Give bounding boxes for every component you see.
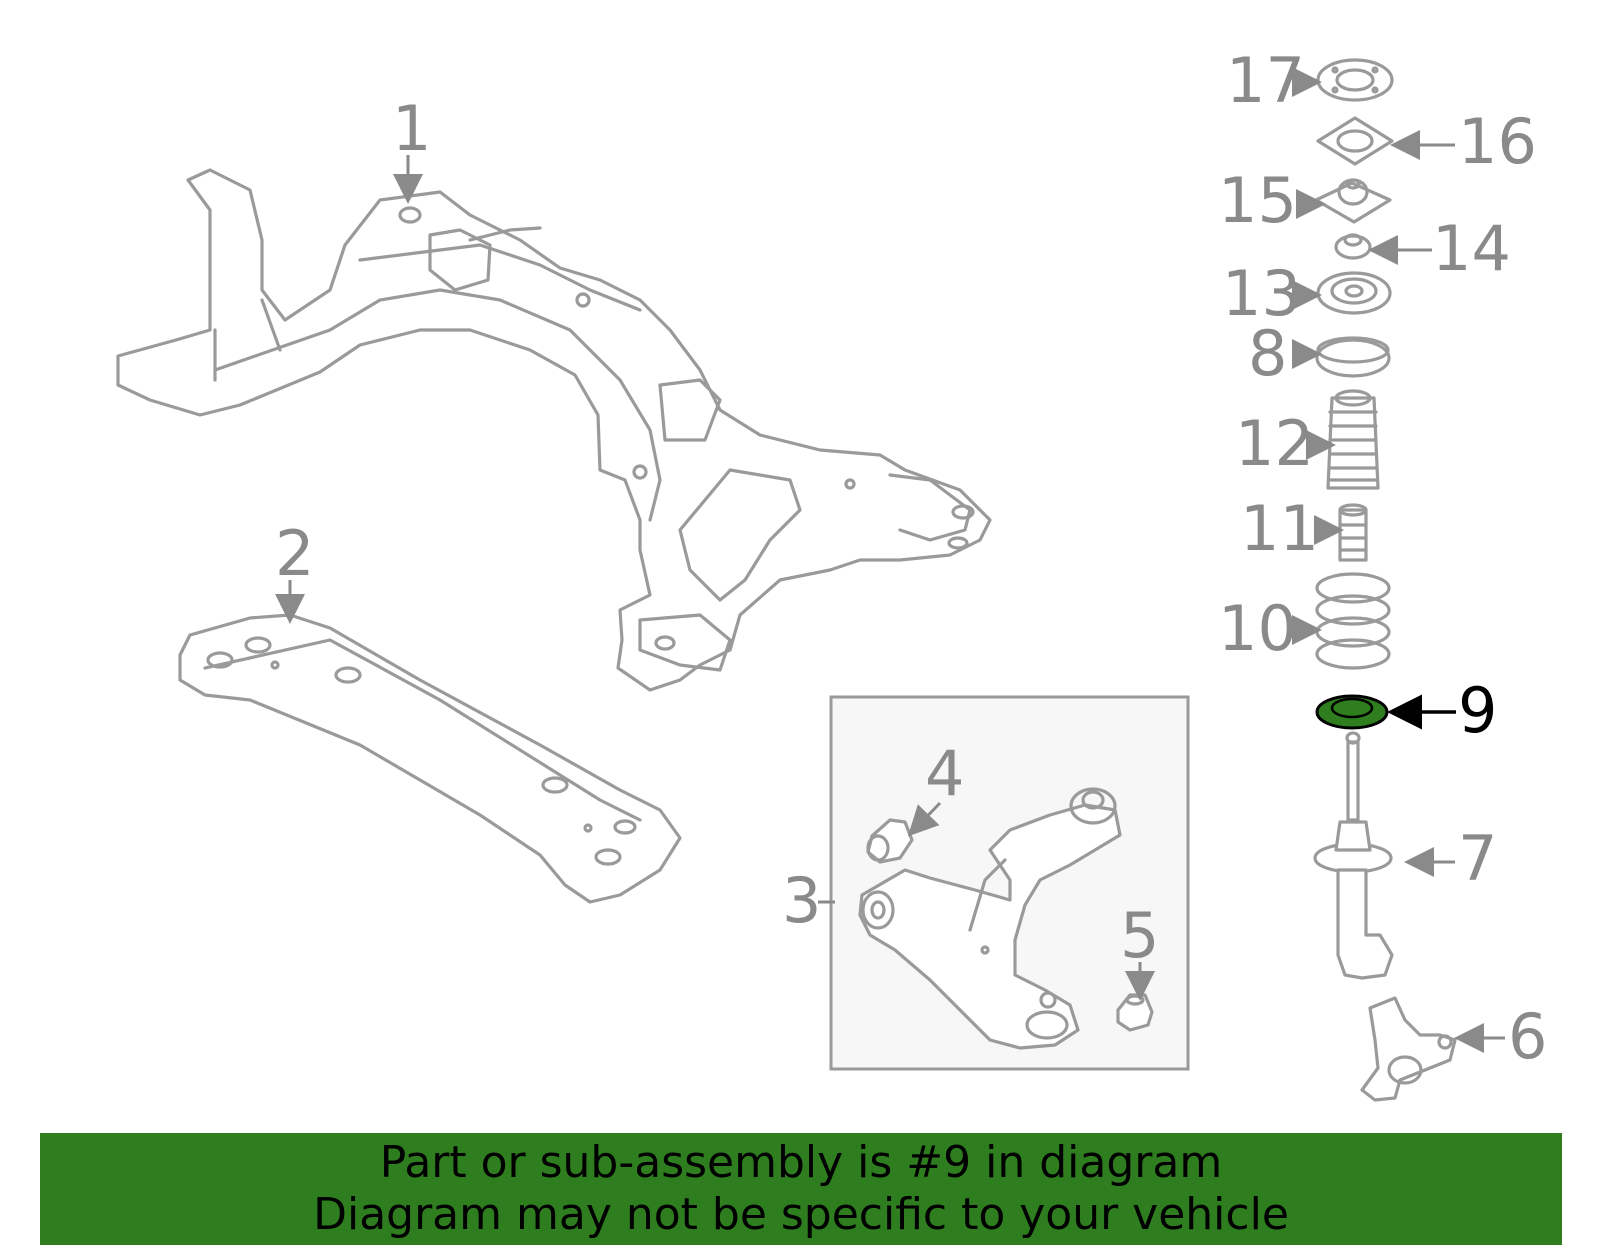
part-12-boot: [1326, 389, 1380, 490]
part-6-knuckle: [1360, 996, 1457, 1102]
callout-6: 6: [1508, 1000, 1547, 1073]
part-15-mount: [1314, 178, 1392, 224]
part-17-gasket: [1316, 58, 1394, 102]
callout-15: 15: [1218, 164, 1297, 237]
part-9-spring-seat-highlighted: [1315, 694, 1389, 730]
part-13-bearing: [1316, 271, 1392, 315]
callout-7: 7: [1458, 822, 1497, 895]
callout-13: 13: [1222, 257, 1301, 330]
callout-17: 17: [1226, 44, 1305, 117]
banner-line-1: Part or sub-assembly is #9 in diagram: [379, 1137, 1223, 1188]
info-banner: Part or sub-assembly is #9 in diagram Di…: [40, 1133, 1562, 1245]
callout-16: 16: [1458, 105, 1537, 178]
callout-8: 8: [1248, 317, 1287, 390]
callout-3: 3: [782, 864, 821, 937]
callout-labels: 1 2 3 4 5 6 7 8 9 10 11 12 13 14 15 16 1…: [275, 44, 1547, 1073]
callout-11: 11: [1240, 492, 1319, 565]
leader-arrows: [275, 67, 1505, 1053]
part-7-strut: [1313, 731, 1394, 980]
crossmember-part: [178, 613, 682, 904]
banner-line-2: Diagram may not be specific to your vehi…: [313, 1189, 1289, 1240]
part-16-plate: [1316, 116, 1394, 166]
callout-5: 5: [1120, 899, 1159, 972]
part-8-seat: [1315, 336, 1391, 378]
callout-10: 10: [1218, 592, 1297, 665]
callout-12: 12: [1235, 407, 1314, 480]
callout-9: 9: [1458, 674, 1497, 747]
callout-14: 14: [1432, 212, 1511, 285]
subframe-part: [116, 168, 992, 692]
part-14-bushing: [1334, 233, 1372, 260]
control-arm-inset-box: [829, 695, 1190, 1071]
callout-2: 2: [275, 517, 314, 590]
part-10-spring: [1315, 572, 1391, 670]
callout-4: 4: [925, 737, 964, 810]
callout-1: 1: [392, 92, 431, 165]
part-11-bumper: [1338, 503, 1368, 562]
